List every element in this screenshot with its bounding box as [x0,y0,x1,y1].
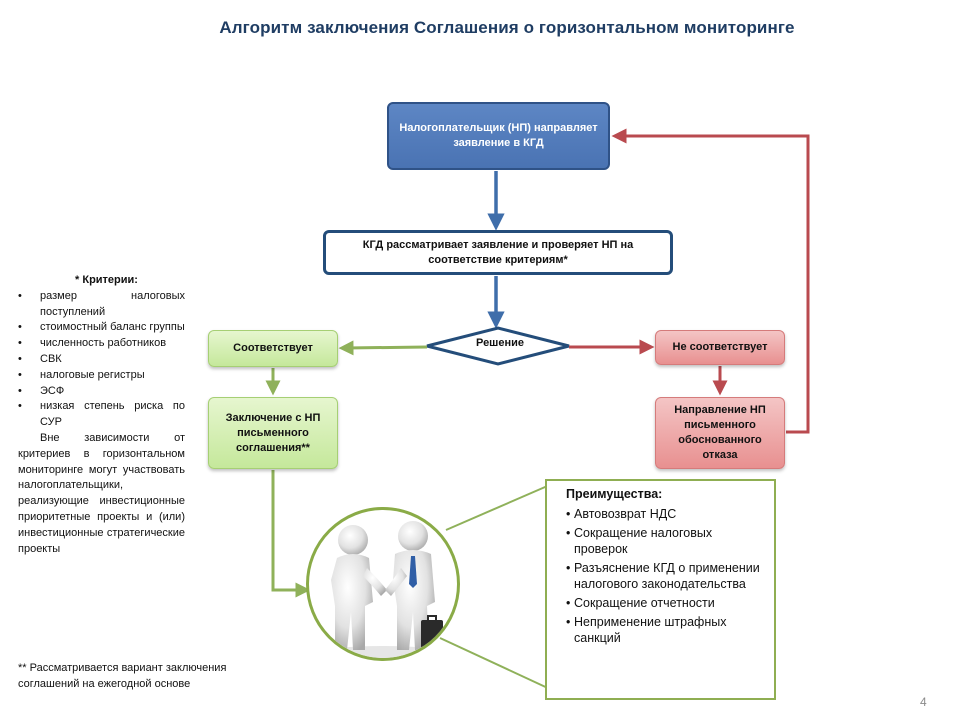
criteria-item: •низкая степень риска по СУР [18,400,185,429]
match-box: Соответствует [208,330,338,367]
bullet-icon: • [566,615,571,629]
bullet-icon: • [18,400,22,413]
advantages-content: Преимущества: •Автовозврат НДС •Сокращен… [566,487,766,649]
arrow-decision-to-match [338,340,428,356]
advantage-item: •Сокращение отчетности [566,596,715,610]
taxpayer-application-box: Налогоплательщик (НП) направляет заявлен… [387,102,610,170]
criteria-item: •численность работников [18,336,185,352]
refusal-box: Направление НП письменного обоснованного… [655,397,785,469]
advantage-item: •Автовозврат НДС [566,507,677,521]
bullet-icon: • [18,384,22,397]
footnote: ** Рассматривается вариант заключения со… [18,662,227,690]
criteria-item: •СВК [18,352,185,368]
bullet-icon: • [18,368,22,381]
criteria-block: * Критерии: •размер налоговых поступлени… [18,273,185,557]
bullet-icon: • [566,507,571,521]
advantage-item: •Сокращение налоговых проверок [566,526,713,556]
arrow-refusal-back-to-np [611,128,810,434]
criteria-item: •стоимостный баланс группы [18,320,185,336]
advantage-item: •Неприменение штрафных санкций [566,615,727,645]
no-match-box: Не соответствует [655,330,785,365]
advantages-list: •Автовозврат НДС •Сокращение налоговых п… [566,506,766,646]
page-title: Алгоритм заключения Соглашения о горизон… [219,18,795,37]
callout-line-top [445,483,553,531]
arrow-conclusion-to-agreement [271,470,311,598]
criteria-list: •размер налоговых поступлений •стоимостн… [18,289,185,431]
bullet-icon: • [18,337,22,350]
advantages-panel [545,479,776,700]
bullet-icon: • [566,526,571,540]
bullet-icon: • [18,352,22,365]
page-number: 4 [920,695,927,709]
criteria-item: •ЭСФ [18,384,185,400]
kgd-review-box: КГД рассматривает заявление и проверяет … [323,230,673,275]
bullet-icon: • [18,289,22,302]
criteria-note: Вне зависимости от критериев в горизонта… [18,431,185,555]
handshake-icon [323,521,443,658]
criteria-title: * Критерии: [75,274,138,286]
handshake-illustration [306,507,460,661]
advantages-title: Преимущества: [566,487,663,501]
bullet-icon: • [566,596,571,610]
bullet-icon: • [18,321,22,334]
agreement-conclusion-box: Заключение с НП письменного соглашения** [208,397,338,469]
criteria-item: •размер налоговых поступлений [18,289,185,318]
decision-label: Решение [476,337,524,349]
advantage-item: •Разъяснение КГД о применении налогового… [566,561,760,591]
callout-line-bottom [439,637,553,691]
criteria-item: •налоговые регистры [18,368,185,384]
bullet-icon: • [566,561,571,575]
